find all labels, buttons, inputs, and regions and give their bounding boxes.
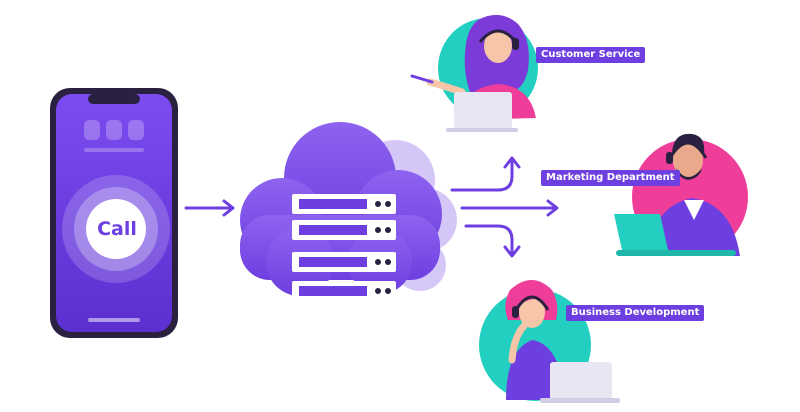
smartphone: [50, 88, 178, 338]
server-unit: [292, 220, 396, 240]
server-unit: [292, 194, 396, 214]
phone-dim-icons: [84, 120, 144, 152]
customer-service-agent: [410, 14, 538, 132]
laptop: [550, 362, 612, 400]
laptop: [614, 214, 668, 250]
laptop: [454, 92, 512, 130]
server-unit: [292, 281, 396, 301]
marketing-department-label: Marketing Department: [541, 170, 680, 186]
phone-notch: [88, 94, 140, 104]
arrow-phone-to-cloud: [184, 199, 235, 217]
server-rack: [292, 194, 396, 301]
call-button[interactable]: [86, 199, 146, 259]
server-unit: [292, 252, 396, 272]
customer-service-label: Customer Service: [536, 47, 646, 63]
marketing-agent: [614, 133, 748, 256]
business-development-agent: [479, 280, 620, 403]
phone-home-bar: [88, 318, 140, 322]
arrow-to-customer-service: [450, 156, 521, 192]
business-development-label: Business Development: [566, 305, 705, 321]
arrow-to-business-development: [464, 224, 521, 258]
arrow-to-marketing: [460, 199, 559, 217]
call-label[interactable]: Call: [97, 218, 137, 240]
cloud-server: [240, 122, 457, 301]
